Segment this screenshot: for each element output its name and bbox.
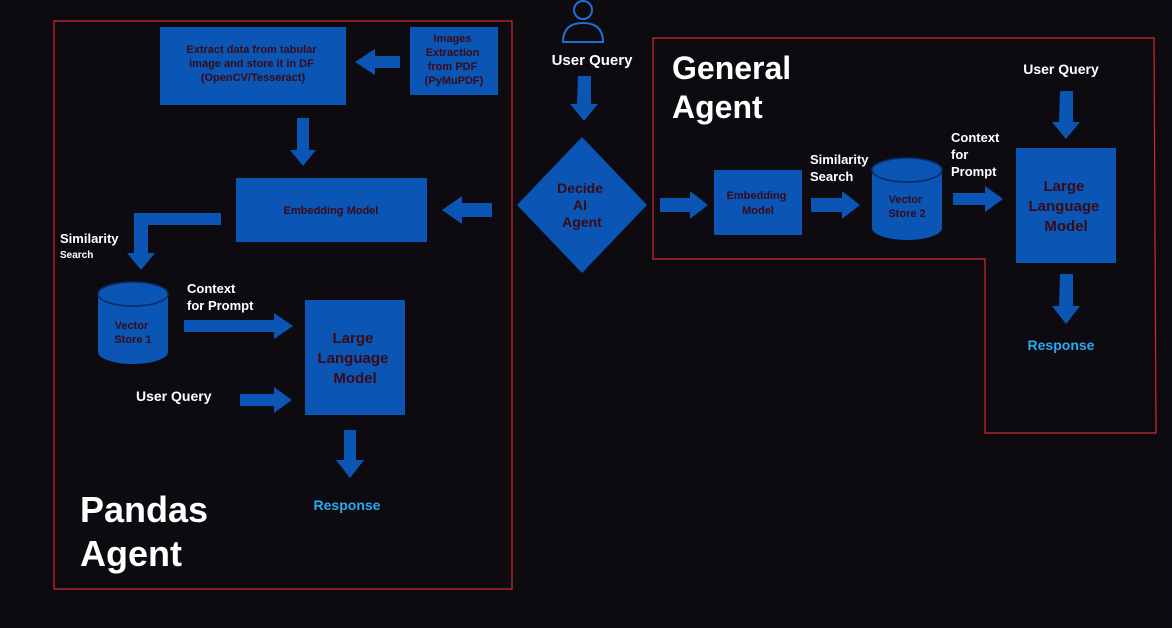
pandas-similarity-label: Similarity [60,231,119,246]
extract-data-label: Extract data from tabular image and stor… [186,44,319,84]
vector-store-1 [97,281,169,364]
arrow-extract-to-embedding [290,118,316,166]
general-prompt-label: Prompt [951,164,997,179]
user-icon [561,0,605,43]
pandas-response-label: Response [314,497,381,513]
arrow-user-query-to-pandas-llm [240,387,292,413]
general-response-label: Response [1028,337,1095,353]
extract-data-box [160,27,346,105]
pandas-embedding-label: Embedding Model [284,205,379,217]
pandas-for-prompt-label: for Prompt [187,298,254,313]
arrow-images-to-extract [355,49,400,75]
pandas-agent-frame [53,20,513,590]
general-search-label: Search [810,169,853,184]
pandas-llm-label: Large Language Model [317,330,392,387]
general-embedding-box [714,170,802,235]
arrow-general-embedding-to-vector-store-2 [811,191,860,219]
pandas-search-label: Search [60,250,93,261]
arrow-user-query-to-general-llm [1052,91,1080,139]
general-llm-label: Large Language Model [1028,178,1103,235]
arrow-vector-store-2-to-general-llm [953,186,1003,212]
arrow-decide-to-general-embedding [660,191,708,219]
pandas-embedding-box [236,178,427,242]
pandas-agent-title: Pandas [80,489,208,530]
pandas-agent-title-line2: Agent [80,533,182,574]
general-context-label: Context [951,130,1000,145]
vector-store-1-label: Vector Store 1 [114,320,151,346]
arrow-general-llm-to-response [1052,274,1080,324]
pandas-user-query-label: User Query [136,388,212,404]
general-agent-title: General [672,50,791,86]
general-agent-frame [652,37,1157,434]
general-user-query-label: User Query [1023,61,1099,77]
general-agent-title-line2: Agent [672,89,763,125]
arrow-decide-to-pandas-embedding [442,196,492,224]
pandas-context-label: Context [187,281,236,296]
arrow-vector-store-1-to-llm [184,313,293,339]
images-extraction-label: Images Extraction from PDF (PyMuPDF) [425,33,484,87]
general-embedding-label: Embedding Model [727,190,790,217]
arrow-user-query-to-decide [570,76,598,121]
center-user-query-label: User Query [552,52,634,69]
pandas-llm-box [305,300,405,415]
decide-agent-label: Decide AI Agent [557,180,607,230]
vector-store-2 [871,157,943,240]
vector-store-2-label: Vector Store 2 [888,194,925,220]
general-for-label: for [951,147,968,162]
images-extraction-box [410,27,498,95]
arrow-embedding-to-vector-store-1 [127,213,221,270]
general-llm-box [1016,148,1116,263]
arrow-pandas-llm-to-response [336,430,364,478]
general-similarity-label: Similarity [810,152,869,167]
decide-agent-diamond [517,137,647,273]
